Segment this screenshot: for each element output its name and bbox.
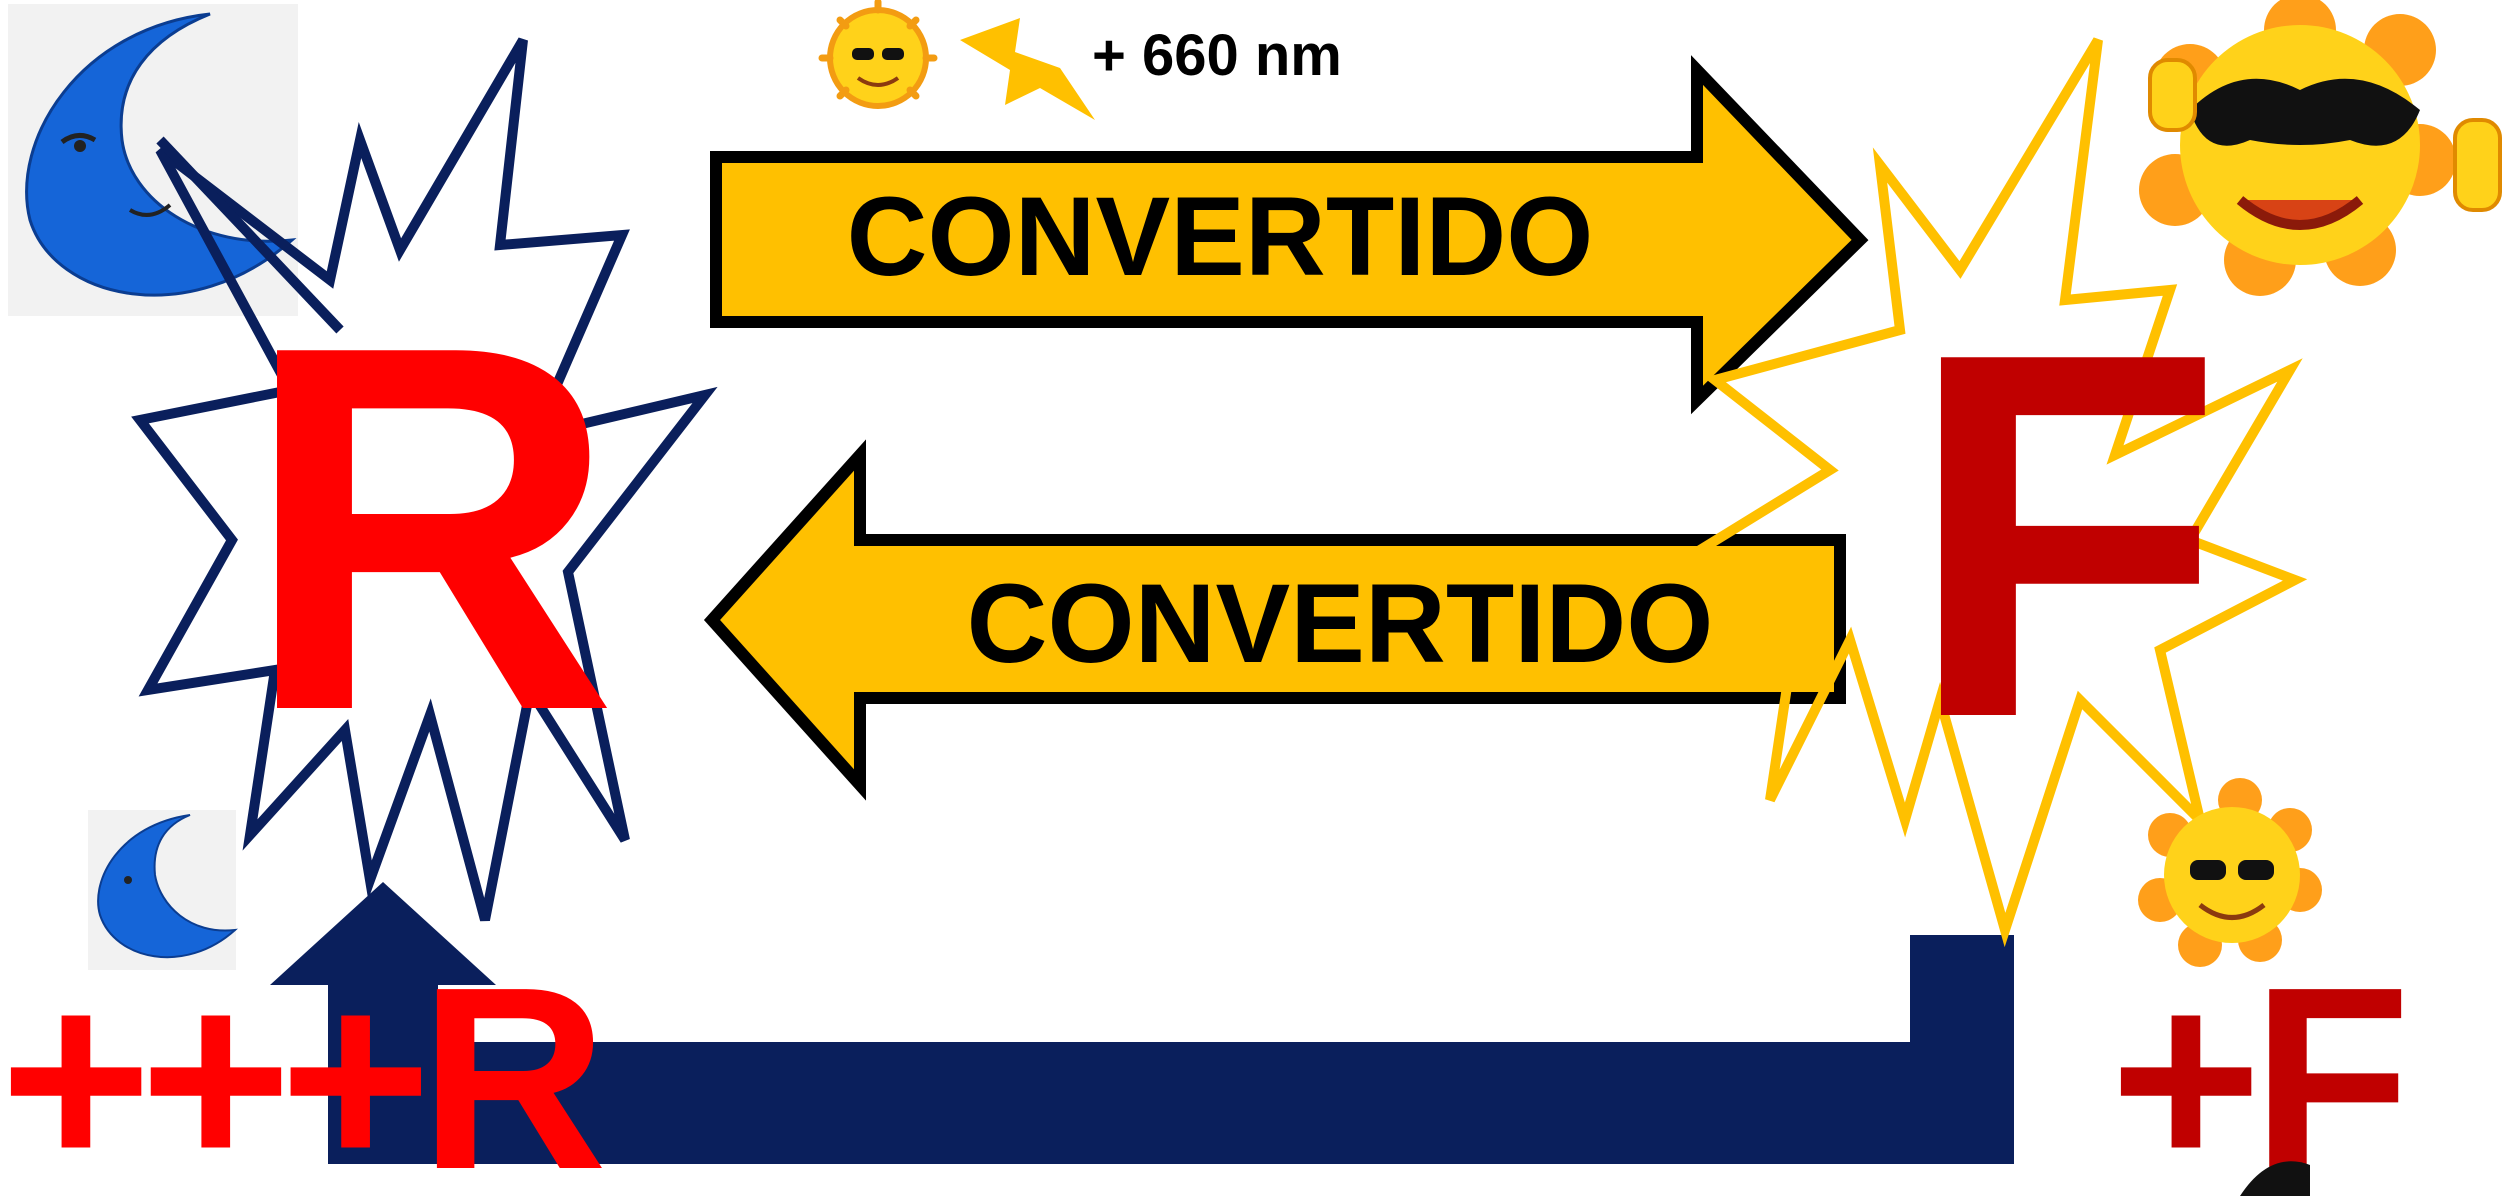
moon-icon [8,4,298,316]
arrow-top-label: CONVERTIDO [847,174,1594,299]
arrow-bottom-label: CONVERTIDO [967,561,1714,686]
lightning-icon [960,18,1095,120]
return-connector [270,882,2014,1164]
leaf-icon [2240,1161,2310,1196]
sun-icon [2139,0,2502,296]
arrow-convert-to-f: CONVERTIDO [710,55,1869,415]
far-red-accumulation-label: +++R [0,934,602,1196]
sun-icon [818,0,938,109]
red-accumulation-label: +F [2110,934,2402,1196]
state-f-letter: F [1906,245,2224,826]
arrow-convert-to-r: CONVERTIDO [703,439,1846,801]
sun-icon [2138,778,2322,967]
moon-icon [88,810,238,970]
far-red-state-burst [1689,37,2308,948]
wavelength-label: + 660 nm [1092,23,1342,88]
state-r-letter: R [242,238,618,819]
